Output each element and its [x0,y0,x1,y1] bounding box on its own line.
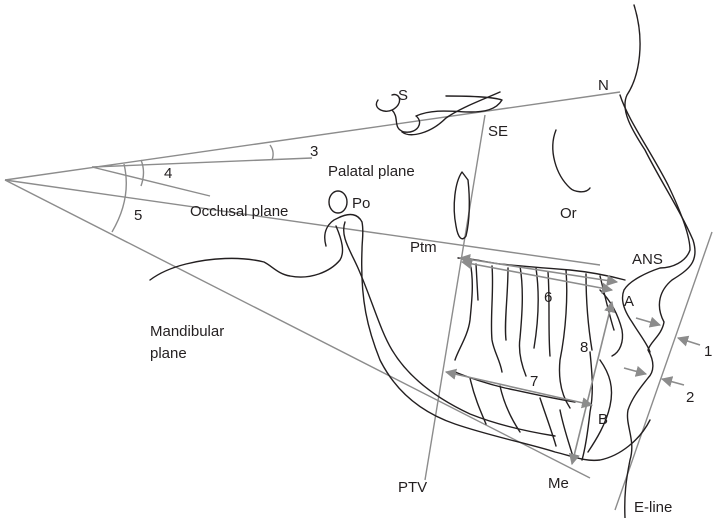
maxillary-teeth [454,257,626,409]
horizontal-reference-line [4,179,601,266]
sn-line [4,91,621,181]
label-ptm: Ptm [410,239,437,256]
arrow-2 [660,376,685,388]
orbit-outline [552,129,591,193]
arrow-8 [568,300,616,466]
label-po: Po [352,195,370,212]
label-palatal-plane: Palatal plane [328,163,415,180]
measure-1: 1 [704,343,712,360]
label-me: Me [548,475,569,492]
text-labels: S N SE Or Po Ptm ANS A B Me PTV E-line P… [134,77,712,516]
bony-profile [619,94,691,353]
measure-8: 8 [580,339,588,356]
measure-6: 6 [544,289,552,306]
ptv-line [424,114,486,481]
anatomy-outlines [149,4,696,518]
reference-lines [4,91,713,511]
angle-arc-3 [269,144,274,161]
measure-2: 2 [686,389,694,406]
measure-7: 7 [530,373,538,390]
palatal-plane-line [91,157,313,168]
label-ans: ANS [632,251,663,268]
upper-incisor [599,289,624,357]
occlusal-plane-line [91,166,211,197]
inner-mandible [343,221,556,437]
measurement-arrows [444,253,701,466]
label-s: S [398,87,408,104]
label-occlusal-plane: Occlusal plane [190,203,288,220]
label-mandibular-plane-2: plane [150,345,187,362]
measure-5: 5 [134,207,142,224]
label-e-line: E-line [634,499,672,516]
e-line [614,231,713,511]
sella-floor [401,91,501,136]
soft-tissue-profile [624,4,696,518]
label-mandibular-plane-1: Mandibular [150,323,224,340]
angle-arc-5 [111,163,127,233]
label-b: B [598,411,608,428]
label-or: Or [560,205,577,222]
measure-3: 3 [310,143,318,160]
arrow-1 [676,335,701,347]
label-a: A [624,293,634,310]
sella-turcica [375,93,503,133]
mandible-border [149,225,344,281]
arrow-7 [444,368,594,409]
label-se: SE [488,123,508,140]
porion-circle [328,190,348,214]
label-ptv: PTV [398,479,427,496]
mandibular-plane-line [4,179,591,479]
angle-arc-4 [140,159,145,187]
label-n: N [598,77,609,94]
arrow-6 [460,258,614,294]
measure-4: 4 [164,165,172,182]
arrow-ans-ptm [458,253,619,287]
arrow-a-to-eline [635,316,662,328]
pterygomaxillary-fissure [453,171,471,240]
arrow-lip-to-eline [623,365,648,377]
